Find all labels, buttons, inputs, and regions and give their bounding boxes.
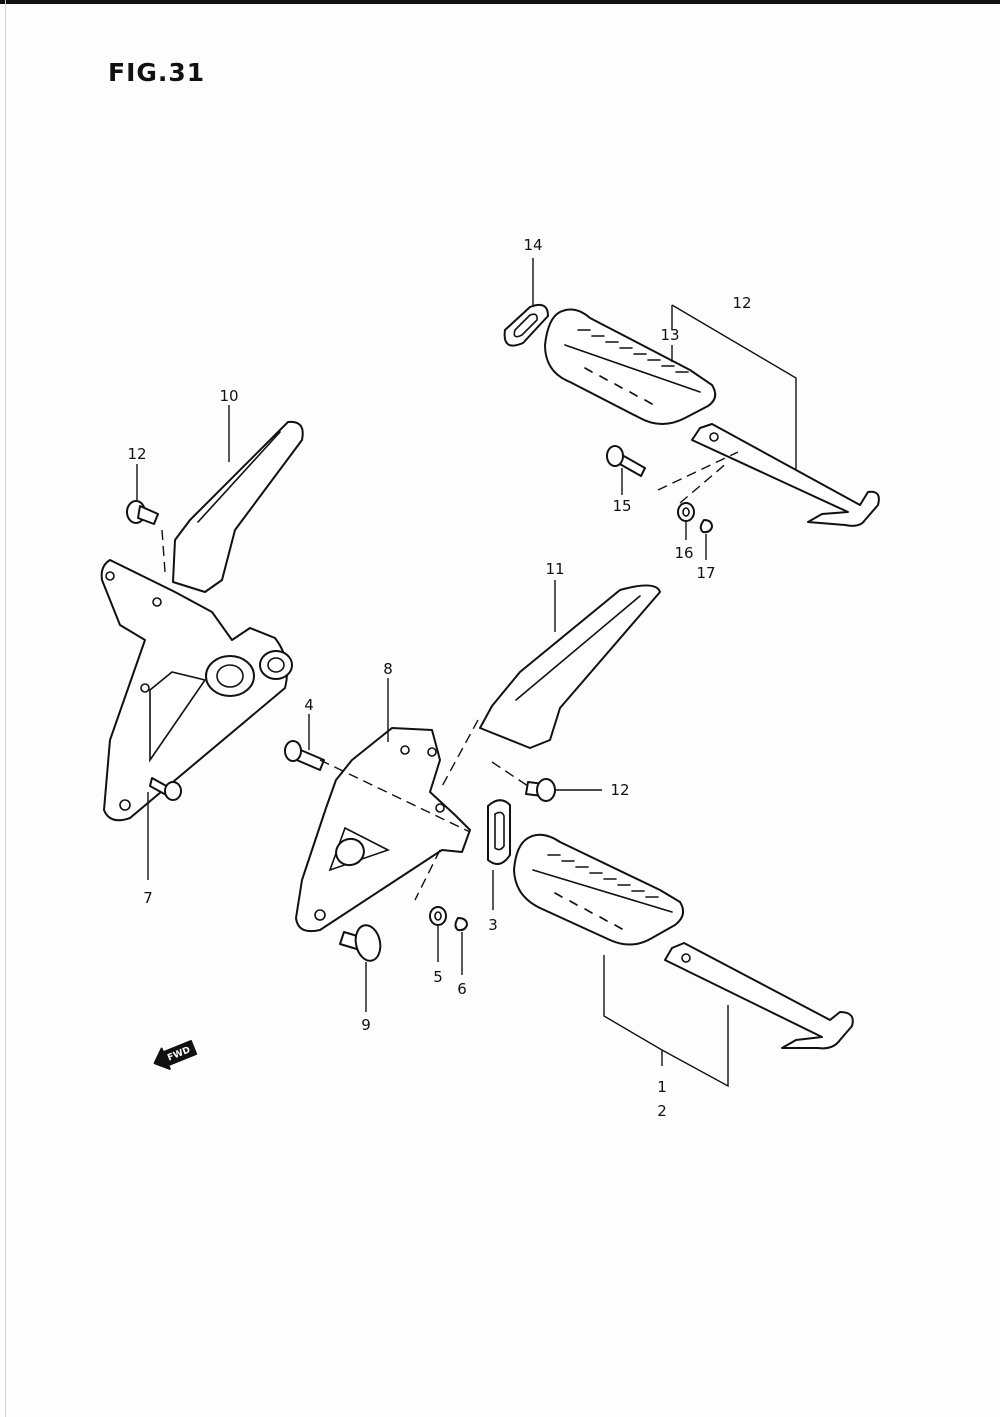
part-17-washer	[677, 502, 695, 522]
part-3-damper	[487, 799, 511, 865]
part-12-screw-lower	[525, 778, 556, 802]
callout-13: 12	[732, 294, 751, 312]
callout-15: 14	[523, 236, 542, 254]
part-6-clip	[454, 917, 468, 932]
part-9-bolt	[339, 924, 382, 962]
callout-3: 3	[488, 916, 498, 934]
part-2-footpeg-bar	[664, 942, 854, 1050]
callout-8: 8	[383, 660, 393, 678]
figure-title: FIG.31	[108, 58, 206, 87]
callout-10: 10	[219, 387, 238, 405]
callout-12-lower: 12	[610, 781, 629, 799]
part-7-pin	[149, 777, 182, 801]
part-14-footpeg-rubber	[544, 308, 717, 425]
callout-14: 13	[660, 326, 679, 344]
callout-2: 2	[657, 1102, 667, 1120]
callout-18: 17	[696, 564, 715, 582]
part-11-heel-plate	[479, 584, 661, 749]
part-15-damper	[503, 303, 549, 347]
part-bracket-left	[100, 559, 293, 822]
part-1-footpeg-rubber	[513, 833, 685, 946]
part-4-pin	[284, 740, 325, 771]
callout-7: 7	[143, 889, 153, 907]
part-13-footpeg-bar	[691, 423, 880, 527]
callout-4: 4	[304, 696, 314, 714]
callout-1: 1	[657, 1078, 667, 1096]
callout-6: 6	[457, 980, 467, 998]
callout-5: 5	[433, 968, 443, 986]
left-border	[5, 0, 6, 1417]
forward-arrow-icon: FWD	[153, 1040, 198, 1070]
top-border	[0, 0, 1000, 4]
leader-2	[661, 1005, 729, 1088]
part-16-pin	[606, 445, 646, 477]
callout-12-upper: 12	[127, 445, 146, 463]
leader-13	[671, 304, 797, 470]
part-5-washer	[429, 906, 447, 926]
leader-1	[603, 955, 663, 1066]
callout-17: 16	[674, 544, 693, 562]
callout-11: 11	[545, 560, 564, 578]
callout-9: 9	[361, 1016, 371, 1034]
part-12-screw-upper	[126, 500, 159, 525]
callout-16: 15	[612, 497, 631, 515]
part-8-bracket	[295, 727, 471, 933]
part-18-clip	[699, 519, 713, 534]
part-10-heel-plate	[172, 420, 304, 593]
